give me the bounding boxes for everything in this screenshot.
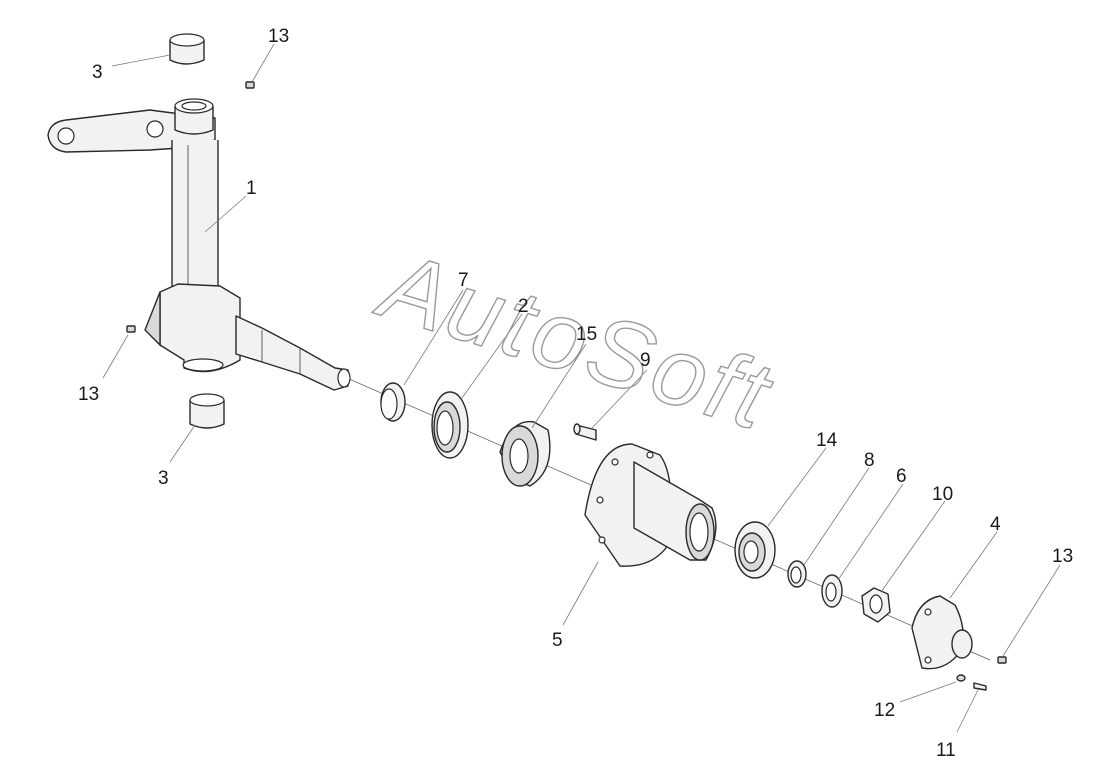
callout-10: 10: [932, 484, 953, 505]
part-grease-fitting-right: [997, 656, 1007, 664]
callout-1: 1: [246, 178, 257, 199]
callout-11: 11: [936, 740, 956, 761]
callout-2: 2: [518, 296, 529, 317]
callout-8: 8: [864, 450, 875, 471]
callout-5: 5: [552, 630, 563, 651]
part-wheel-stud: [573, 423, 597, 441]
part-hub-cap: [911, 595, 973, 670]
callout-15: 15: [576, 324, 597, 345]
callout-9: 9: [640, 350, 651, 371]
part-steering-knuckle: [47, 98, 351, 391]
part-lock-washer: [956, 674, 966, 682]
callout-13-right: 13: [1052, 546, 1073, 567]
callout-7: 7: [458, 270, 469, 291]
part-bushing-bottom: [189, 393, 225, 429]
part-seal: [431, 391, 469, 459]
callout-3-bottom: 3: [158, 468, 169, 489]
part-hub-nut: [861, 587, 891, 623]
part-bushing-top: [169, 33, 205, 65]
callout-4: 4: [990, 514, 1001, 535]
callout-12: 12: [874, 700, 895, 721]
part-spacer-ring: [380, 382, 406, 422]
callout-13-top: 13: [268, 26, 289, 47]
part-grease-fitting-left: [126, 325, 136, 333]
watermark: AutoSoft: [365, 230, 784, 451]
callout-14: 14: [816, 430, 838, 451]
callout-3-top: 3: [92, 62, 103, 83]
callout-13-left: 13: [78, 384, 99, 405]
part-washer-large: [821, 574, 843, 608]
part-outer-bearing: [734, 521, 776, 579]
callout-6: 6: [896, 466, 907, 487]
part-cap-bolt: [973, 682, 987, 691]
part-wheel-hub: [584, 443, 717, 567]
leader-lines: [102, 43, 1061, 733]
part-inner-bearing: [499, 420, 551, 487]
part-washer-small: [787, 560, 807, 588]
part-grease-fitting-top: [245, 81, 255, 89]
